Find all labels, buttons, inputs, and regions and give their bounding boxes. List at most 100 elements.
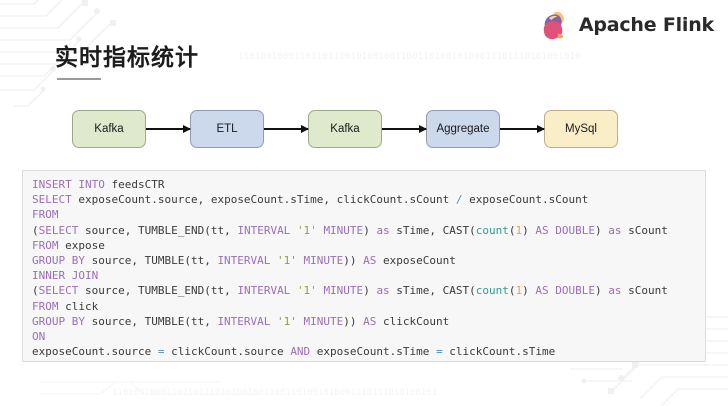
code-token-pl: source, TUMBLE_END(tt, (78, 223, 238, 237)
code-token-pl: exposeCount.source, exposeCount.sTime, c… (71, 193, 456, 207)
flow-node-etl-1[interactable]: ETL (190, 110, 264, 148)
code-token-pl: exposeCount.sTime (310, 345, 437, 359)
flow-arrow-3 (382, 124, 427, 133)
code-token-pl: source, TUMBLE_END(tt, (78, 284, 238, 298)
code-token-kw: AS (363, 254, 377, 268)
flow-arrow-1 (146, 124, 191, 133)
code-token-pl: exposeCount (376, 254, 456, 268)
code-token-num: 1 (515, 223, 523, 237)
flow-node-kafka-2[interactable]: Kafka (308, 110, 382, 148)
code-token-pl: exposeCount.source (32, 345, 158, 359)
code-token-num: 1 (515, 284, 523, 298)
code-token-kw: GROUP BY (32, 314, 85, 328)
flow-node-label: MySql (565, 123, 597, 135)
code-token-fn: count (475, 284, 509, 298)
code-token-op: = (436, 345, 443, 359)
code-token-pl: clickCount.sTime (442, 345, 556, 359)
flow-node-label: Aggregate (436, 123, 490, 135)
code-token-op: / (455, 193, 463, 207)
code-token-pl: )) (343, 314, 364, 328)
flow-node-label: Kafka (330, 123, 360, 135)
code-token-kw: INSERT INTO (32, 178, 105, 191)
title-underline (57, 78, 101, 80)
code-token-pl: sTime, CAST( (389, 223, 476, 237)
code-token-kw: FROM (32, 299, 59, 313)
code-token-pl: sCount (621, 284, 668, 298)
flow-node-kafka-0[interactable]: Kafka (72, 110, 146, 148)
code-token-pl: ( (32, 284, 39, 298)
code-line: FROM click (32, 299, 705, 314)
code-token-kw: as (608, 284, 622, 298)
code-token-pl (290, 224, 297, 237)
code-token-pl: clickCount (376, 314, 450, 328)
code-token-pl: expose (58, 238, 105, 252)
code-line: (SELECT source, TUMBLE_END(tt, INTERVAL … (32, 283, 705, 298)
code-token-pl: ) (363, 223, 377, 237)
code-token-kw: ON (32, 330, 46, 344)
code-line: FROM (32, 207, 705, 222)
code-token-pl: exposeCount.sCount (462, 193, 589, 207)
flow-node-label: Kafka (94, 123, 124, 135)
code-line: GROUP BY source, TUMBLE(tt, INTERVAL '1'… (32, 253, 705, 268)
code-token-kw: FROM (32, 208, 59, 222)
code-token-pl: click (58, 299, 99, 313)
code-token-kw: AND (290, 345, 311, 359)
code-token-str: '1' (277, 254, 297, 268)
code-token-pl (297, 254, 304, 267)
code-line: SELECT exposeCount.source, exposeCount.s… (32, 192, 705, 207)
binary-watermark-bottom: 1101001000110110111010100100110011010010… (112, 388, 438, 398)
code-line: INSERT INTO feedsCTR (32, 177, 705, 192)
code-token-fn: count (475, 223, 509, 237)
code-token-pl: sTime, CAST( (389, 284, 476, 298)
flow-node-label: ETL (216, 123, 238, 135)
pipeline-flow-row: Kafka ETL Kafka Aggregate MySql (72, 110, 618, 148)
flow-node-aggregate-3[interactable]: Aggregate (426, 110, 500, 148)
code-token-pl: feedsCTR (104, 178, 165, 191)
code-token-kw: GROUP BY (32, 254, 85, 268)
code-token-kw: INTERVAL (217, 254, 271, 268)
code-token-kw: as (376, 223, 390, 237)
code-token-kw: SELECT (32, 193, 72, 207)
code-token-kw: MINUTE (323, 284, 364, 298)
code-token-op: = (157, 345, 165, 359)
code-token-kw: MINUTE (323, 223, 364, 237)
code-line: (SELECT source, TUMBLE_END(tt, INTERVAL … (32, 223, 705, 238)
code-token-pl: sCount (621, 223, 668, 237)
code-token-pl: ( (508, 284, 516, 298)
circuit-pattern-bottom-left (40, 381, 260, 395)
code-token-kw: as (376, 284, 390, 298)
code-token-str: '1' (296, 284, 317, 298)
code-token-str: '1' (277, 314, 297, 328)
code-token-pl (290, 284, 297, 297)
code-token-pl: ( (32, 223, 39, 237)
code-token-kw: as (608, 223, 622, 237)
page-title: 实时指标统计 (55, 45, 199, 71)
code-token-pl (297, 315, 304, 328)
code-token-pl: ) (595, 223, 609, 237)
code-token-kw: SELECT (38, 223, 79, 237)
code-line: FROM expose (32, 238, 705, 253)
code-token-kw: INTERVAL (237, 284, 291, 298)
code-token-pl: ) (522, 284, 536, 298)
code-token-pl: clickCount.source (164, 345, 291, 359)
code-token-kw: FROM (32, 238, 59, 252)
code-token-str: '1' (296, 223, 317, 237)
flow-node-mysql-4[interactable]: MySql (544, 110, 618, 148)
flink-squirrel-logo-icon (543, 11, 564, 40)
code-token-kw: MINUTE (303, 254, 344, 268)
code-token-pl: ) (363, 284, 377, 298)
brand-lockup: Apache Flink (537, 8, 714, 42)
code-token-kw: AS (363, 314, 377, 328)
brand-name: Apache Flink (578, 14, 714, 36)
flow-arrow-4 (500, 124, 545, 133)
code-token-kw: MINUTE (303, 314, 344, 328)
code-token-kw: AS DOUBLE (535, 284, 596, 298)
code-token-kw: INNER JOIN (32, 269, 99, 283)
code-token-pl: source, TUMBLE(tt, (84, 314, 218, 328)
code-token-kw: SELECT (38, 284, 79, 298)
code-token-pl: ( (508, 223, 516, 237)
code-token-pl: ) (595, 284, 609, 298)
